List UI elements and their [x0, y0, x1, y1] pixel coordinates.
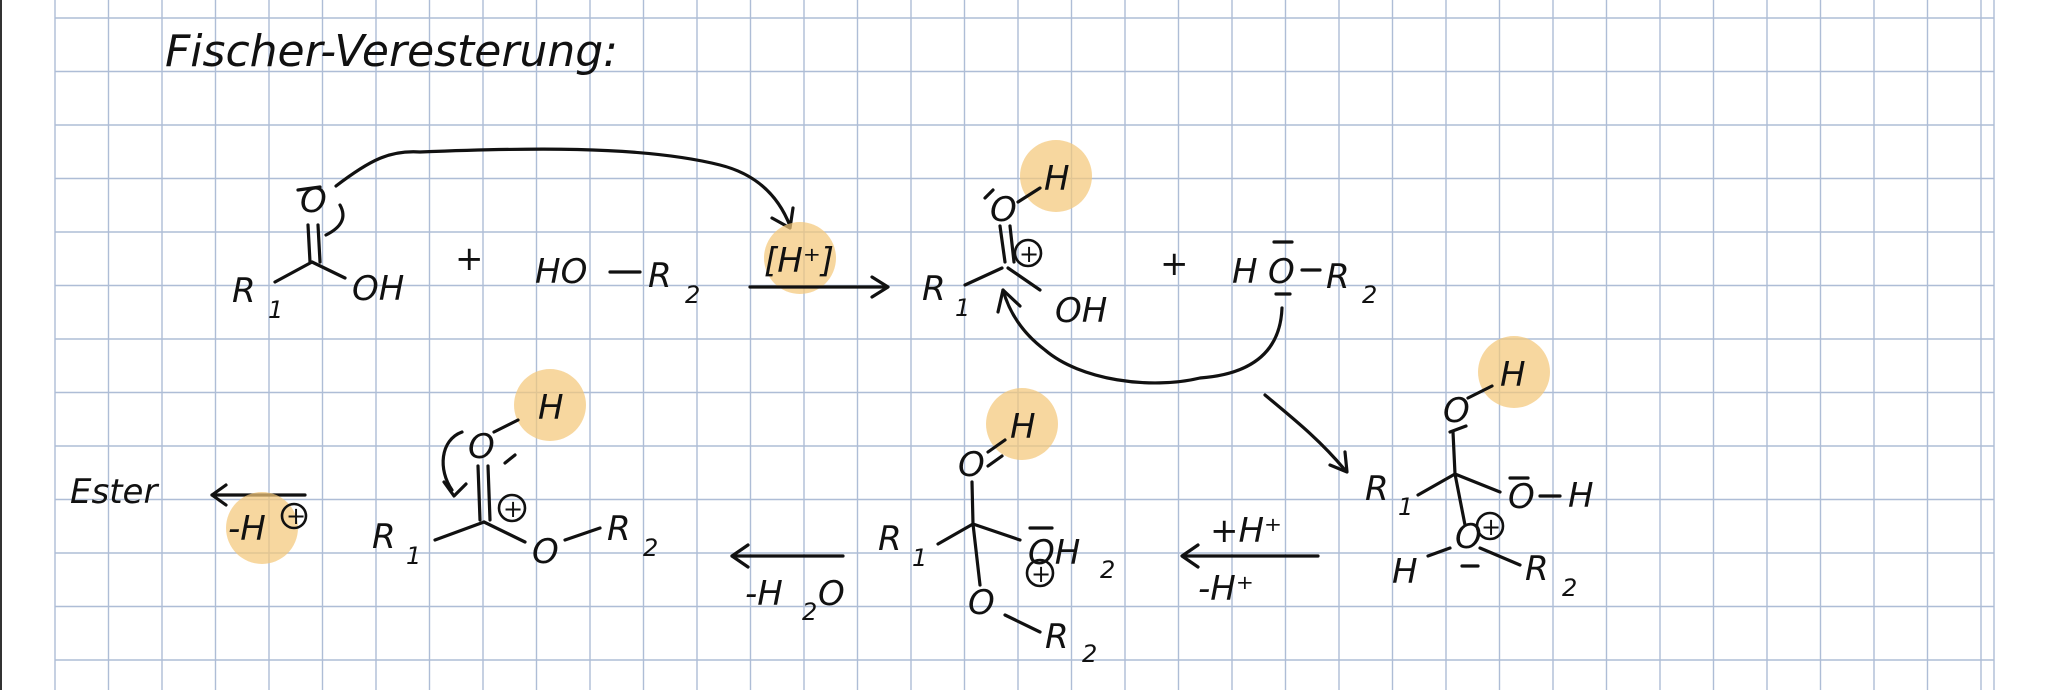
plus-sign-2: + — [1160, 244, 1189, 284]
reaction-arrow-2 — [1263, 393, 1347, 472]
oh2-subscript: 2 — [1100, 556, 1115, 584]
ester-label: Ester — [70, 472, 159, 512]
proton-h-3: H — [1010, 407, 1036, 447]
r2-label-3: R — [1525, 549, 1549, 589]
r2-subscript-3: 2 — [1562, 574, 1577, 602]
positive-charge-sign-4: + — [503, 495, 523, 523]
minus-proton-label-final: -H — [228, 509, 266, 549]
page-title: Fischer-Veresterung: — [165, 26, 618, 77]
curved-arrow-nucleophilic-attack — [1001, 288, 1284, 385]
minus-water-label: -H — [745, 574, 783, 614]
proton-highlight-1 — [1020, 140, 1092, 212]
positive-charge-1 — [1013, 238, 1043, 268]
r2-label-5: R — [607, 509, 631, 549]
alcohol-oxygen: O — [1268, 252, 1295, 292]
water-oxygen: O — [818, 574, 845, 614]
positive-charge-sign-5: + — [286, 502, 306, 530]
electron-push-arrow-2 — [441, 430, 464, 492]
tetrahedral-intermediate-2: H O R 1 OH 2 + O R 2 — [878, 388, 1115, 668]
catalyst-label: [H⁺] — [764, 241, 834, 281]
r1-subscript-2: 1 — [955, 294, 970, 322]
alcohol-ho: HO — [535, 252, 587, 292]
r2-label: R — [648, 256, 672, 296]
electron-push-arrow-1 — [324, 203, 345, 237]
r1-label-4: R — [878, 519, 902, 559]
oxonium-oxygen: O — [990, 190, 1017, 230]
positive-charge-sign-1: + — [1019, 240, 1039, 268]
r1-subscript: 1 — [268, 296, 283, 324]
alcohol-h: H — [1232, 252, 1258, 292]
proton-highlight-5 — [226, 492, 298, 564]
proton-h-2: H — [1500, 355, 1526, 395]
r2-subscript: 2 — [685, 281, 700, 309]
tetrahedral-intermediate-1: H O R 1 O H O + H R 2 — [1365, 336, 1594, 602]
positive-charge-5 — [280, 502, 308, 530]
hydroxyl-oxygen-top: O — [1443, 391, 1470, 431]
positive-charge-sign-2: + — [1481, 513, 1501, 541]
r1-subscript-3: 1 — [1398, 493, 1413, 521]
oxonium-h: H — [1392, 552, 1418, 592]
positive-charge-sign-3: + — [1031, 560, 1051, 588]
carboxylic-acid: O R 1 OH — [232, 181, 404, 324]
hydroxyl-oxygen-right: O — [1508, 477, 1535, 517]
hydroxyl-h-right: H — [1568, 476, 1594, 516]
curved-arrow-protonation — [334, 147, 792, 228]
graph-paper-grid — [54, 0, 1994, 690]
r2-subscript-2: 2 — [1362, 281, 1377, 309]
r1-subscript-5: 1 — [406, 542, 421, 570]
positive-charge-4 — [497, 493, 527, 523]
proton-highlight-4 — [514, 369, 586, 441]
r2-label-2: R — [1326, 257, 1350, 297]
r1-label-2: R — [922, 269, 946, 309]
r1-label-3: R — [1365, 469, 1389, 509]
alcohol-2: H O R 2 — [1232, 240, 1377, 309]
catalyst-highlight — [764, 222, 836, 294]
proton-h-4: H — [538, 388, 564, 428]
hydroxyl-oxygen-mid: O — [958, 445, 985, 485]
positive-charge-2 — [1475, 511, 1505, 541]
ether-oxygen-mid: O — [968, 583, 995, 623]
positive-charge-3 — [1025, 558, 1055, 588]
proton-highlight-2 — [1478, 336, 1550, 408]
proton-h-1: H — [1044, 159, 1070, 199]
r2-label-4: R — [1045, 617, 1069, 657]
minus-proton-label: -H⁺ — [1198, 569, 1254, 609]
ester-oxygen: O — [532, 532, 559, 572]
hydroxyl-group-2: OH — [1055, 291, 1107, 331]
carbonyl-oxygen-ester: O — [468, 427, 495, 467]
protonated-acid: H O + R 1 OH — [922, 140, 1107, 331]
r2-subscript-5: 2 — [643, 534, 658, 562]
oxonium-oh2: OH — [1028, 533, 1080, 573]
protonated-ester: H O + R 1 O R 2 — [372, 369, 658, 572]
r1-label-5: R — [372, 517, 396, 557]
r2-subscript-4: 2 — [1082, 640, 1097, 668]
water-subscript: 2 — [802, 598, 817, 626]
hydroxyl-group: OH — [352, 269, 404, 309]
plus-sign-1: + — [455, 239, 484, 279]
alcohol: HO R 2 — [535, 252, 700, 309]
r1-label: R — [232, 271, 256, 311]
plus-proton-label: +H⁺ — [1210, 511, 1282, 551]
r1-subscript-4: 1 — [912, 544, 927, 572]
